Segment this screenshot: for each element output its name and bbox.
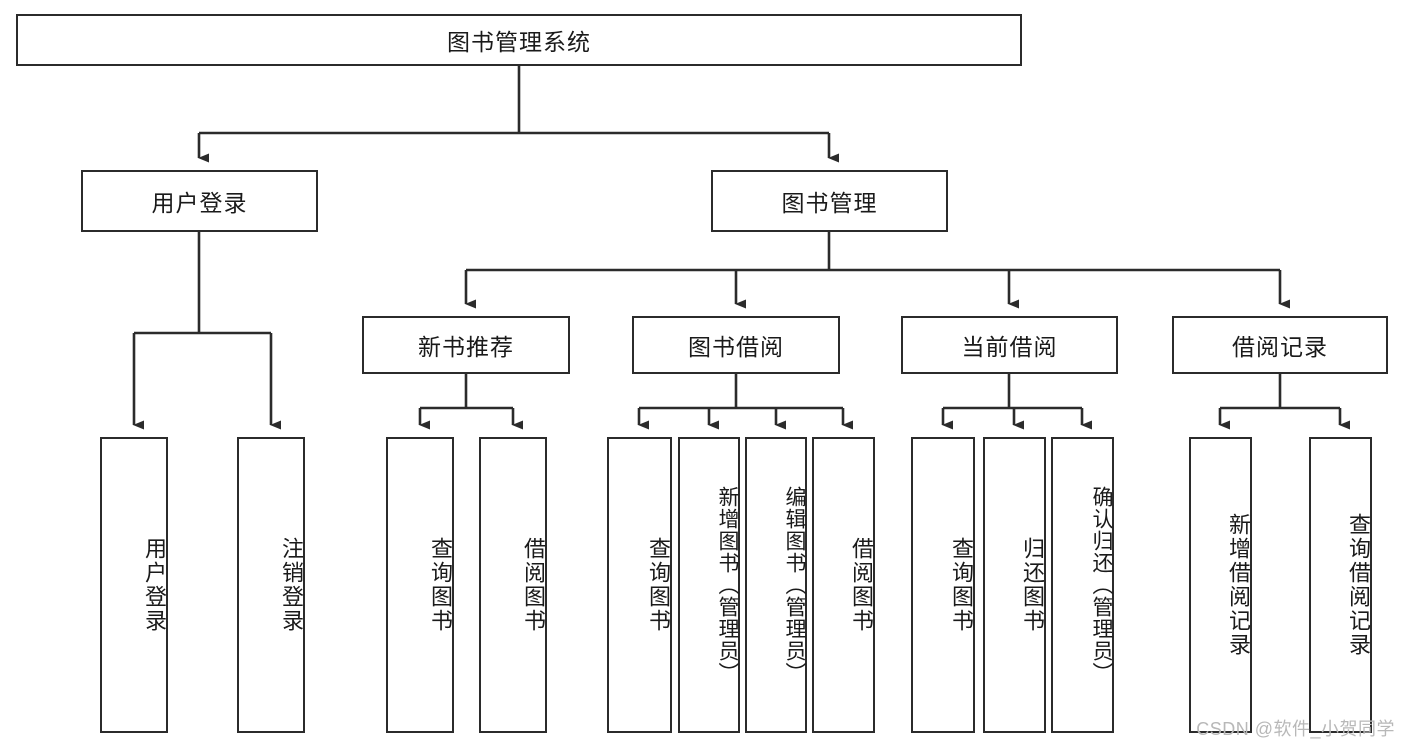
node-book-management[interactable]: 图书管理 bbox=[711, 170, 948, 232]
leaf-node[interactable]: 归还图书 bbox=[983, 437, 1046, 733]
watermark-label: CSDN @软件_小贺同学 bbox=[1196, 719, 1395, 739]
leaf-node[interactable]: 确认归还（管理员） bbox=[1051, 437, 1114, 733]
leaf-node[interactable]: 编辑图书（管理员） bbox=[745, 437, 807, 733]
leaf-node[interactable]: 查询图书 bbox=[911, 437, 975, 733]
leaf-node[interactable]: 查询图书 bbox=[607, 437, 672, 733]
node-user-login[interactable]: 用户登录 bbox=[81, 170, 318, 232]
leaf-node[interactable]: 注销登录 bbox=[237, 437, 305, 733]
leaf-node[interactable]: 借阅图书 bbox=[812, 437, 875, 733]
node-current-borrow[interactable]: 当前借阅 bbox=[901, 316, 1118, 374]
leaf-node[interactable]: 新增借阅记录 bbox=[1189, 437, 1252, 733]
leaf-node[interactable]: 查询图书 bbox=[386, 437, 454, 733]
node-borrow-record[interactable]: 借阅记录 bbox=[1172, 316, 1388, 374]
leaf-node[interactable]: 新增图书（管理员） bbox=[678, 437, 740, 733]
leaf-node[interactable]: 借阅图书 bbox=[479, 437, 547, 733]
leaf-node[interactable]: 查询借阅记录 bbox=[1309, 437, 1372, 733]
node-new-book-recommend[interactable]: 新书推荐 bbox=[362, 316, 570, 374]
node-book-borrow[interactable]: 图书借阅 bbox=[632, 316, 840, 374]
node-root-system[interactable]: 图书管理系统 bbox=[16, 14, 1022, 66]
leaf-node[interactable]: 用户登录 bbox=[100, 437, 168, 733]
